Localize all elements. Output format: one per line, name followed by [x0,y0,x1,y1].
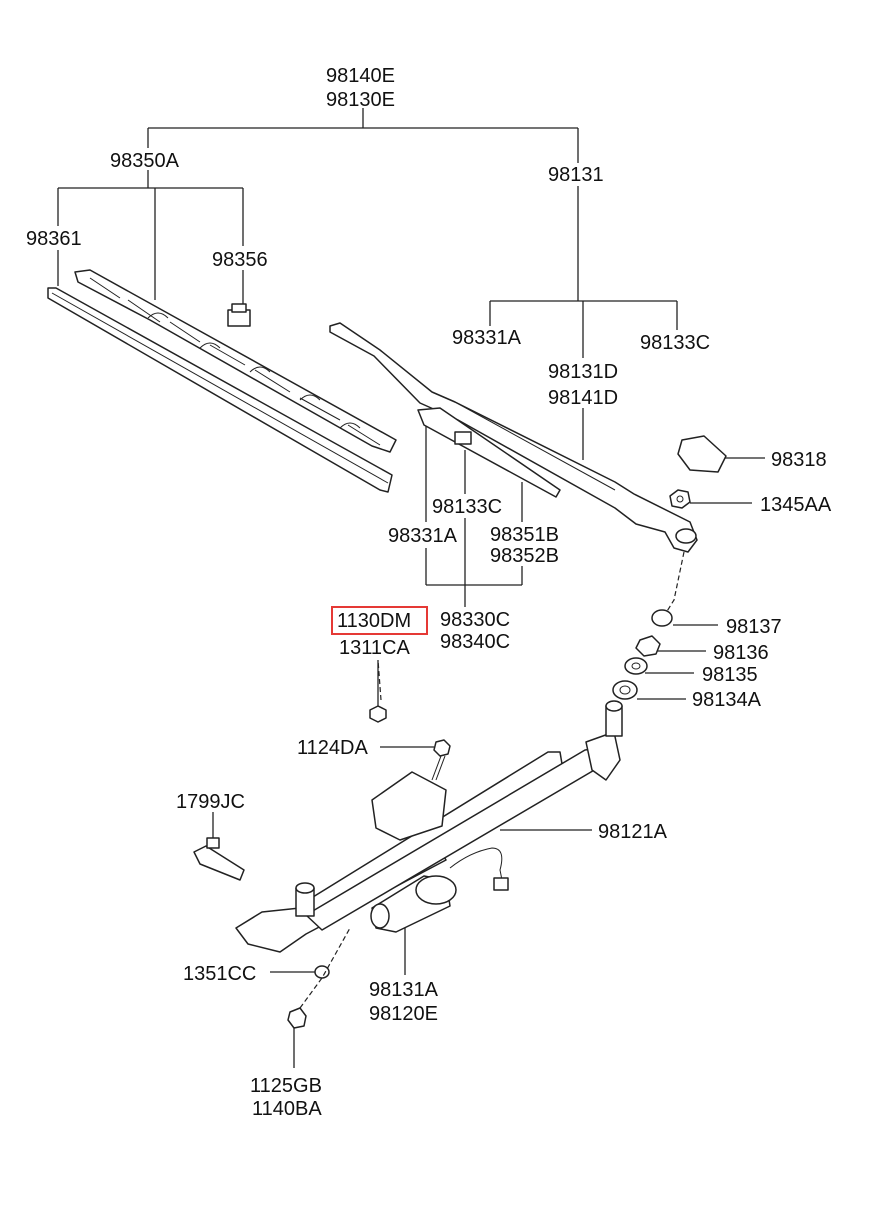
label-1124da: 1124DA [297,737,368,759]
wiper-arm-assembly [329,322,698,553]
label-1351cc: 1351CC [183,963,256,985]
label-98130e: 98130E [326,89,395,111]
label-98121a: 98121A [598,821,668,843]
label-98137: 98137 [726,616,782,638]
label-98131a: 98131A [369,979,439,1001]
blade-rubber-strip [47,287,393,493]
label-1311ca: 1311CA [339,637,410,659]
blade-frame [74,269,397,453]
label-98135: 98135 [702,664,758,686]
label-1130dm: 1130DM [337,610,411,632]
label-98361: 98361 [26,228,82,250]
motor-bracket [371,771,447,841]
label-98352b: 98352B [490,545,559,567]
bolt-1125gb [287,927,351,1029]
arm-clip [454,431,472,445]
washer-98134a [612,680,638,700]
highlight-box [331,606,428,635]
part-labels: 98140E 98130E 98350A 98131 98361 98356 9… [26,65,832,1120]
label-98356: 98356 [212,249,268,271]
label-98120e: 98120E [369,1003,438,1025]
wiper-linkage [235,700,623,953]
label-1345aa: 1345AA [760,494,832,516]
label-1125gb: 1125GB [250,1075,322,1097]
assembly-path [663,551,685,617]
clip-1799jc [193,837,245,881]
motor-connector [493,877,509,891]
wiper-blade-assembly [47,269,397,493]
leader-lines [57,108,765,1068]
nut-98136 [635,635,661,657]
motor-wire [449,847,503,881]
label-98134a: 98134A [692,689,762,711]
nut-1311ca [369,705,387,723]
label-98136: 98136 [713,642,769,664]
label-98350a: 98350A [110,150,180,172]
pivot-right [585,731,621,781]
label-98340c: 98340C [440,631,510,653]
washer-98135 [624,657,648,675]
wiper-arm [329,322,698,553]
label-sub-98133c: 98133C [432,496,502,518]
label-98140e: 98140E [326,65,395,87]
label-98131: 98131 [548,164,604,186]
arm-rod [417,407,561,498]
pivot-cap [677,435,727,473]
washer-98137 [651,609,673,627]
arm-nut [669,489,691,509]
pivot-washers [612,609,673,700]
bolt-1124da [431,739,451,781]
assembly-path-nut [377,659,382,701]
label-sub-98331a: 98331A [388,525,458,547]
washer-1351cc [314,965,330,979]
label-98351b: 98351B [490,524,559,546]
label-1799jc: 1799JC [176,791,245,813]
label-98131d: 98131D [548,361,618,383]
label-98318: 98318 [771,449,827,471]
label-98330c: 98330C [440,609,510,631]
label-98141d: 98141D [548,387,618,409]
label-1140ba: 1140BA [252,1098,322,1120]
label-98133c: 98133C [640,332,710,354]
link-rod-lower [305,747,609,931]
label-98331a: 98331A [452,327,522,349]
